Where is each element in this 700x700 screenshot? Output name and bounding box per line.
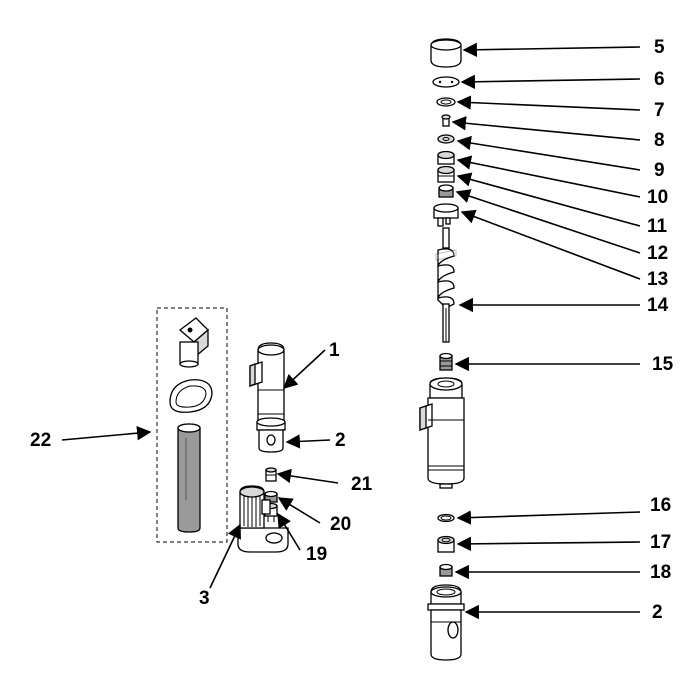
part-6-plate [432, 76, 460, 88]
part-1-tube [249, 342, 285, 421]
part-2-bottom-cylinder [427, 584, 465, 661]
part-12-nut [438, 184, 454, 198]
part-21-fitting [265, 467, 277, 482]
part-11-bushing [437, 165, 455, 183]
kit-adapter-head [178, 317, 209, 368]
callout-11: 11 [647, 216, 668, 237]
callout-16: 16 [650, 495, 671, 516]
part-3-base-motor [237, 485, 289, 553]
callout-1: 1 [329, 340, 340, 361]
callout-8: 8 [654, 130, 665, 151]
callout-9: 9 [654, 160, 665, 181]
callout-3: 3 [199, 588, 210, 609]
right-exploded-stack [419, 38, 465, 661]
callout-18: 18 [650, 562, 671, 583]
part-20-nut [264, 490, 278, 503]
leader-lines [61, 42, 641, 620]
kit-belt-ring [169, 379, 213, 413]
callout-22: 22 [30, 430, 51, 451]
callout-5: 5 [654, 37, 665, 58]
callout-2-middle: 2 [335, 430, 346, 451]
part-15-spring-seat [439, 352, 453, 371]
callout-10: 10 [647, 187, 668, 208]
callout-21: 21 [351, 474, 373, 495]
kit-sleeve-tube [177, 423, 201, 533]
callout-13: 13 [647, 269, 668, 290]
callout-14: 14 [647, 295, 669, 316]
callout-2-right: 2 [652, 602, 663, 623]
part-18-seal [439, 563, 453, 577]
middle-assembly [237, 342, 289, 553]
callout-20: 20 [330, 514, 351, 535]
main-housing [419, 377, 465, 489]
callout-7: 7 [654, 100, 665, 121]
part-17-valve [437, 535, 455, 553]
callout-19: 19 [306, 544, 327, 565]
callout-17: 17 [650, 532, 671, 553]
part-2-collar [256, 417, 286, 453]
callout-6: 6 [654, 69, 665, 90]
part-5-cap [430, 38, 462, 68]
kit-22-group [156, 307, 228, 543]
part-16-o-ring [437, 513, 455, 523]
callout-12: 12 [647, 243, 668, 264]
callout-labels: 5 6 7 8 9 10 11 12 13 14 15 16 17 18 2 1… [30, 37, 674, 623]
callout-15: 15 [652, 354, 674, 375]
kit-dashed-box [156, 307, 228, 543]
part-10-bearing [437, 150, 455, 165]
part-14-auger-shaft [435, 227, 457, 343]
part-8-screw [441, 114, 451, 127]
part-9-washer [437, 134, 455, 144]
part-13-hub [433, 203, 459, 227]
part-7-ring [436, 97, 456, 107]
